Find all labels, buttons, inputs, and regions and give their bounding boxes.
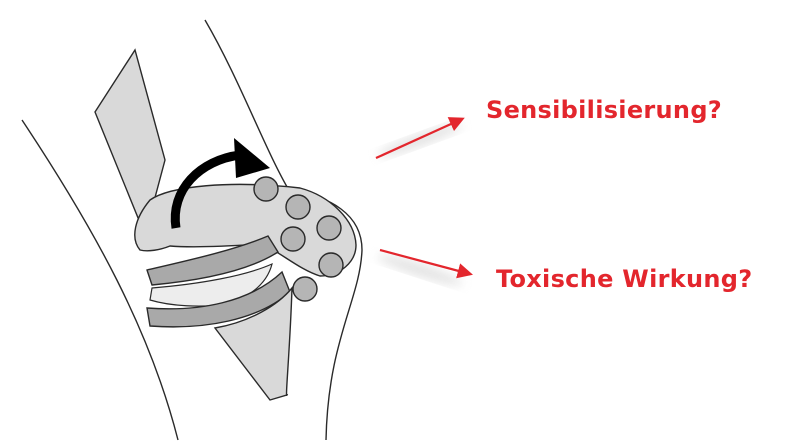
particle xyxy=(280,226,306,252)
arrow-right-icon xyxy=(379,248,473,279)
leg-outline-left xyxy=(21,119,179,441)
tibial-insert xyxy=(149,262,273,307)
femur-shaft xyxy=(94,48,166,238)
particle xyxy=(316,215,342,241)
arrow-shadow xyxy=(377,254,463,286)
leg-outline-right xyxy=(204,19,363,441)
tibia-shaft xyxy=(213,285,293,401)
particle xyxy=(285,194,311,220)
femoral-implant xyxy=(146,235,279,286)
wear-particles xyxy=(253,176,344,302)
toxic-effect-label: Toxische Wirkung? xyxy=(496,265,753,293)
particle xyxy=(318,252,344,278)
arrow-shadow xyxy=(377,123,463,157)
curved-arrow-icon xyxy=(170,138,270,229)
particle xyxy=(292,276,318,302)
sensitization-label: Sensibilisierung? xyxy=(486,96,723,124)
arrow-right-icon xyxy=(375,117,465,160)
particle xyxy=(253,176,279,202)
